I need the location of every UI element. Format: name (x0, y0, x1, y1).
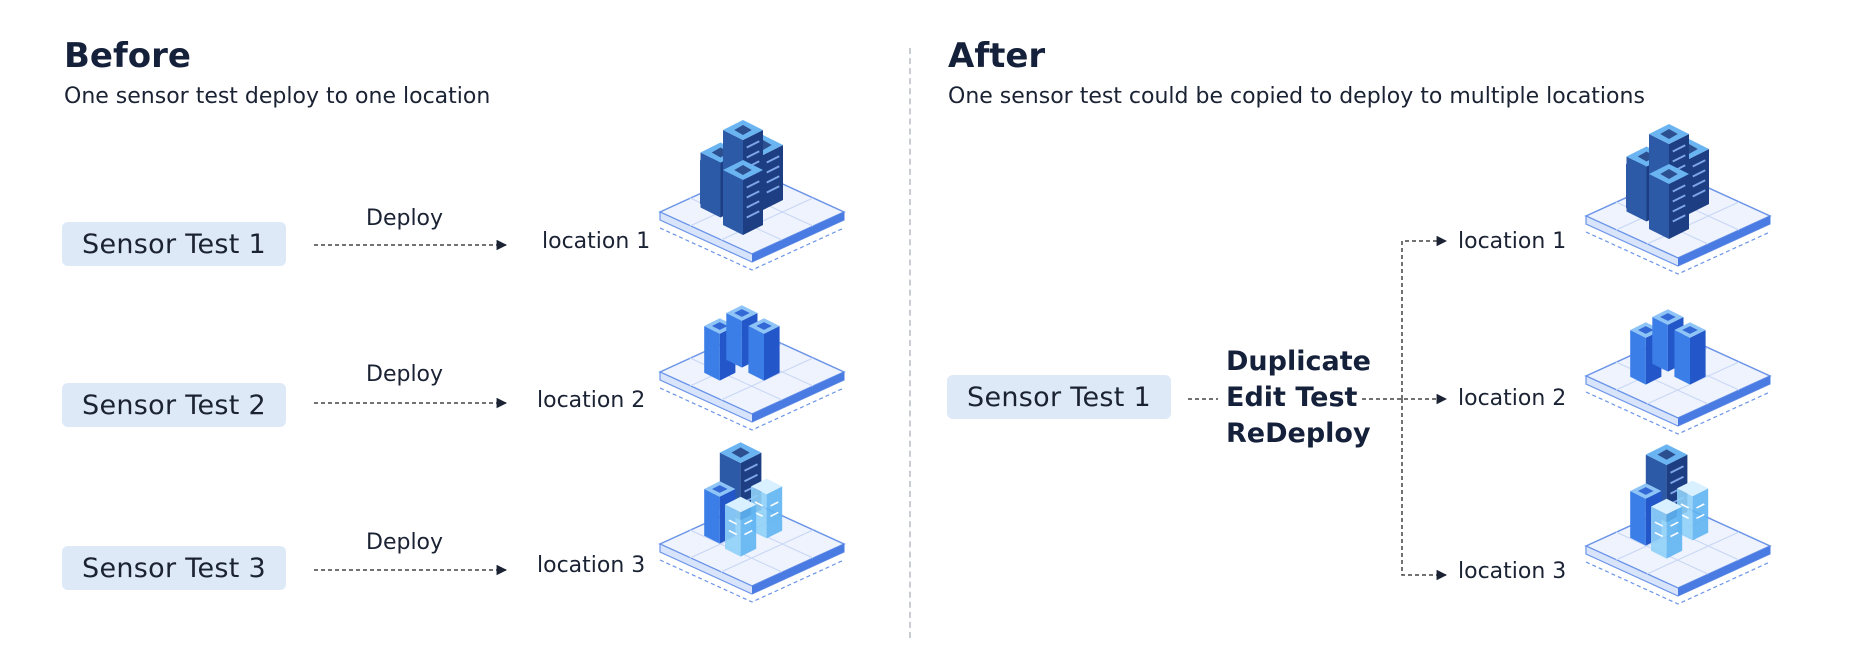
after-subtitle: One sensor test could be copied to deplo… (948, 84, 1645, 109)
mixed-buildings-icon (1586, 444, 1770, 604)
mixed-buildings-icon (660, 442, 844, 602)
before-title: Before (64, 36, 191, 76)
server-cluster-icon (660, 120, 844, 270)
panel-divider (909, 48, 911, 638)
after-location-3: location 3 (1458, 559, 1567, 584)
step-duplicate: Duplicate (1226, 346, 1371, 377)
before-location-1: location 1 (542, 229, 651, 254)
small-buildings-icon (1586, 309, 1770, 434)
after-location-2: location 2 (1458, 386, 1567, 411)
after-steps: Duplicate Edit Test ReDeploy (1226, 344, 1371, 452)
before-deploy-label-2: Deploy (366, 362, 444, 387)
before-deploy-label-3: Deploy (366, 530, 444, 555)
before-test-1: Sensor Test 1 (62, 222, 286, 266)
before-deploy-label-1: Deploy (366, 206, 444, 231)
after-arrow-3 (1401, 399, 1448, 581)
step-edit-test: Edit Test (1226, 382, 1358, 413)
after-title: After (948, 36, 1046, 76)
after-test-1: Sensor Test 1 (947, 375, 1171, 419)
small-buildings-icon (660, 305, 844, 430)
before-location-2: location 2 (537, 388, 646, 413)
server-cluster-icon (1586, 124, 1770, 274)
after-arrow-1 (1401, 235, 1448, 399)
before-test-2: Sensor Test 2 (62, 383, 286, 427)
step-redeploy: ReDeploy (1226, 418, 1371, 449)
before-location-3: location 3 (537, 553, 646, 578)
before-subtitle: One sensor test deploy to one location (64, 84, 491, 109)
after-location-1: location 1 (1458, 229, 1567, 254)
before-test-3: Sensor Test 3 (62, 546, 286, 590)
